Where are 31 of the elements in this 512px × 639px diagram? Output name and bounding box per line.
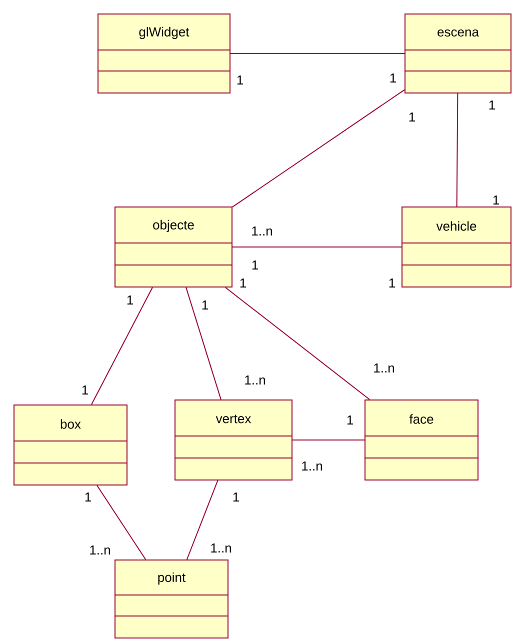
multiplicity-label: 1..n: [245, 376, 265, 384]
multiplicity-label: 1..n: [252, 226, 272, 236]
multiplicity-label: 1: [240, 278, 246, 288]
association-line: [232, 89, 405, 208]
multiplicity-label: 1: [252, 260, 258, 270]
association-line: [91, 287, 153, 405]
class-box: face: [364, 400, 478, 480]
multiplicity-label: 1: [409, 112, 415, 122]
multiplicity-label: 1: [127, 296, 133, 304]
multiplicity-label: 1: [233, 492, 239, 502]
association-line: [186, 480, 218, 560]
association-line: [186, 287, 222, 400]
multiplicity-label: 1: [347, 416, 353, 424]
multiplicity-label: 1: [202, 300, 208, 310]
multiplicity-label: 1..n: [90, 546, 110, 554]
multiplicity-label: 1: [82, 386, 88, 394]
association-line: [232, 246, 402, 248]
multiplicity-label: 1: [85, 492, 91, 502]
association-line: [456, 93, 458, 207]
multiplicity-label: 1: [390, 74, 396, 82]
class-box: vertex: [174, 400, 292, 480]
association-line: [224, 287, 370, 400]
association-line: [96, 485, 146, 560]
association-line: [230, 53, 405, 54]
class-box: box: [14, 404, 128, 486]
class-box: vehicle: [402, 206, 512, 288]
class-box: objecte: [114, 206, 232, 288]
class-box: point: [114, 560, 228, 638]
class-box: glWidget: [98, 14, 230, 94]
multiplicity-label: 1..n: [374, 364, 394, 372]
class-box: escena: [404, 14, 512, 94]
